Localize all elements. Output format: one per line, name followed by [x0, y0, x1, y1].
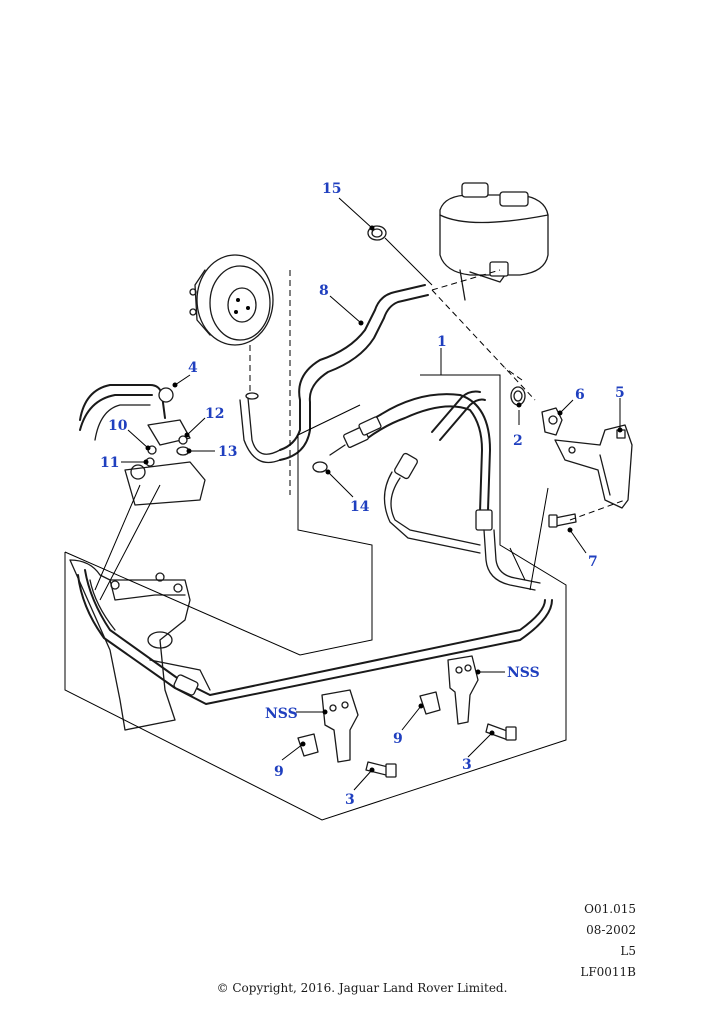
callout-4: 4 [188, 360, 198, 376]
alignment-lines [249, 269, 626, 521]
o-ring [312, 461, 328, 473]
reference-date: 08-2002 [586, 923, 636, 937]
reference-figure: LF0011B [580, 965, 636, 979]
callout-3-left: 3 [345, 792, 355, 808]
pipe-bracket-right [447, 655, 479, 725]
callout-2: 2 [513, 433, 523, 449]
steering-rack [69, 559, 211, 731]
pipe-clip-right [419, 691, 441, 715]
callout-1: 1 [437, 334, 447, 350]
callout-10: 10 [108, 418, 128, 434]
callout-9-right: 9 [393, 731, 403, 747]
callout-nss-left: NSS [265, 706, 298, 722]
leader-lines [94, 197, 623, 791]
callout-nss-right: NSS [507, 665, 540, 681]
callout-11: 11 [100, 455, 119, 471]
pipe-clip-left [297, 733, 319, 757]
callout-labels: 15 8 1 4 6 5 12 10 2 13 11 14 7 NSS NSS … [100, 181, 625, 808]
pipe-fitting-assembly [79, 384, 206, 506]
copyright-notice: © Copyright, 2016. Jaguar Land Rover Lim… [216, 981, 508, 995]
callout-13: 13 [218, 444, 237, 460]
bolt [548, 513, 577, 528]
bolt-left [365, 761, 397, 778]
hose-clamp [541, 407, 563, 436]
callout-7: 7 [588, 554, 598, 570]
reference-code: O01.015 [584, 902, 636, 916]
reference-level: L5 [620, 944, 636, 958]
bolt-right [485, 723, 517, 741]
pressure-hose [329, 390, 541, 591]
power-steering-pump [189, 254, 274, 346]
return-pipe [77, 569, 553, 705]
callout-12: 12 [205, 406, 224, 422]
callout-6: 6 [575, 387, 585, 403]
callout-5: 5 [615, 385, 625, 401]
hose-clip-mid [510, 386, 526, 406]
callout-14: 14 [350, 499, 370, 515]
fluid-reservoir [439, 182, 549, 301]
callout-9-left: 9 [274, 764, 284, 780]
pipe-bracket-left [321, 689, 359, 763]
callout-8: 8 [319, 283, 329, 299]
feed-hose [239, 284, 429, 464]
callout-3-right: 3 [462, 757, 472, 773]
callout-15: 15 [322, 181, 341, 197]
assembly-frame [64, 374, 567, 821]
mounting-bracket [554, 424, 633, 509]
